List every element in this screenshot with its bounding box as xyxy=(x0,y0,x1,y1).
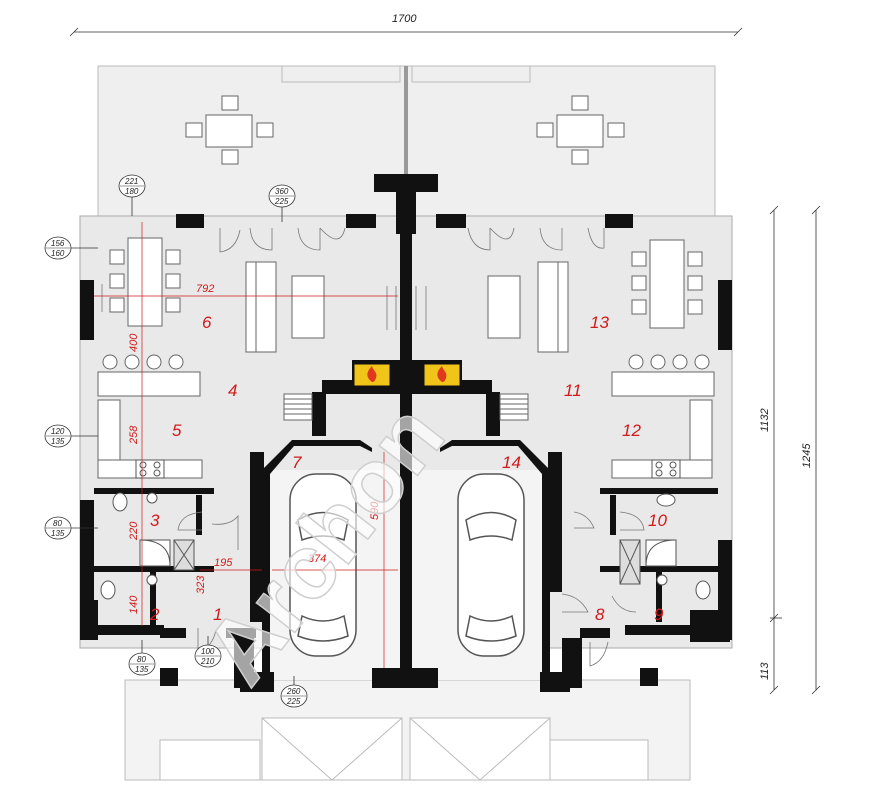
room-label: 3 xyxy=(150,511,160,530)
room-label: 9 xyxy=(654,605,664,624)
dim-kitchen-depth: 400 xyxy=(128,333,140,352)
badge-bottom: 135 xyxy=(51,437,65,446)
dim-right-inner: 1132 xyxy=(759,408,771,432)
garden-table-left xyxy=(185,95,274,165)
room-label: 6 xyxy=(202,313,212,332)
dim-garage-depth: 590 xyxy=(369,501,381,520)
badge-bottom: 210 xyxy=(200,657,215,666)
kitchen-counter xyxy=(97,354,715,479)
door-swing-icon xyxy=(101,227,645,667)
terrace-area xyxy=(97,65,716,781)
badge-bottom: 135 xyxy=(51,529,65,538)
sofa-icon xyxy=(245,261,569,353)
opening-badge-texts: 221 180 156 160 360 225 120 135 80 135 1… xyxy=(51,177,301,706)
dim-top-width: 1700 xyxy=(392,13,417,25)
room-label: 5 xyxy=(172,421,182,440)
badge-bottom: 225 xyxy=(274,197,289,206)
room-label: 14 xyxy=(502,453,521,472)
shower-icon xyxy=(139,539,677,585)
room-label: 1 xyxy=(213,605,222,624)
stairs xyxy=(283,393,529,421)
badge-bottom: 160 xyxy=(51,249,65,258)
badge-bottom: 180 xyxy=(125,187,139,196)
badge-top: 120 xyxy=(51,427,65,436)
room-label: 11 xyxy=(564,381,582,400)
stove-icon xyxy=(135,459,681,479)
dimension-lines xyxy=(69,27,821,695)
walls xyxy=(80,174,732,692)
room-label: 12 xyxy=(622,421,641,440)
dim-right-small: 113 xyxy=(759,662,771,680)
fireplace-icon xyxy=(353,363,461,387)
dim-garage-width: 374 xyxy=(308,553,326,565)
room-label: 2 xyxy=(149,605,160,624)
badge-bottom: 225 xyxy=(286,697,301,706)
garden-table-right xyxy=(536,95,625,165)
room-label: 8 xyxy=(595,605,605,624)
dim-right-outer: 1245 xyxy=(801,443,813,468)
badge-top: 80 xyxy=(137,655,146,664)
room-label: 4 xyxy=(228,381,237,400)
badge-top: 80 xyxy=(53,519,62,528)
dim-living-width: 792 xyxy=(196,283,214,295)
badge-top: 360 xyxy=(275,187,289,196)
toilet-icon xyxy=(100,492,711,600)
dim-hall-depth: 323 xyxy=(195,575,207,594)
badge-top: 260 xyxy=(286,687,301,696)
dim-hall-width: 195 xyxy=(214,557,233,569)
badge-top: 156 xyxy=(51,239,65,248)
badge-bottom: 135 xyxy=(135,665,149,674)
dining-table-icon xyxy=(109,237,703,329)
dim-bath-depth: 220 xyxy=(128,521,140,541)
badge-top: 100 xyxy=(201,647,215,656)
room-label: 7 xyxy=(292,453,302,472)
car-icon xyxy=(289,473,525,657)
badge-top: 221 xyxy=(124,177,138,186)
room-label: 13 xyxy=(590,313,609,332)
dim-wc-depth: 140 xyxy=(128,595,140,614)
interior-dimension-lines xyxy=(94,222,398,668)
opening-badge-lines xyxy=(46,185,306,697)
dim-stair-depth: 258 xyxy=(128,425,140,445)
room-labels: 1 2 3 4 5 6 7 8 9 10 11 12 13 14 xyxy=(149,313,667,624)
room-label: 10 xyxy=(648,511,667,530)
